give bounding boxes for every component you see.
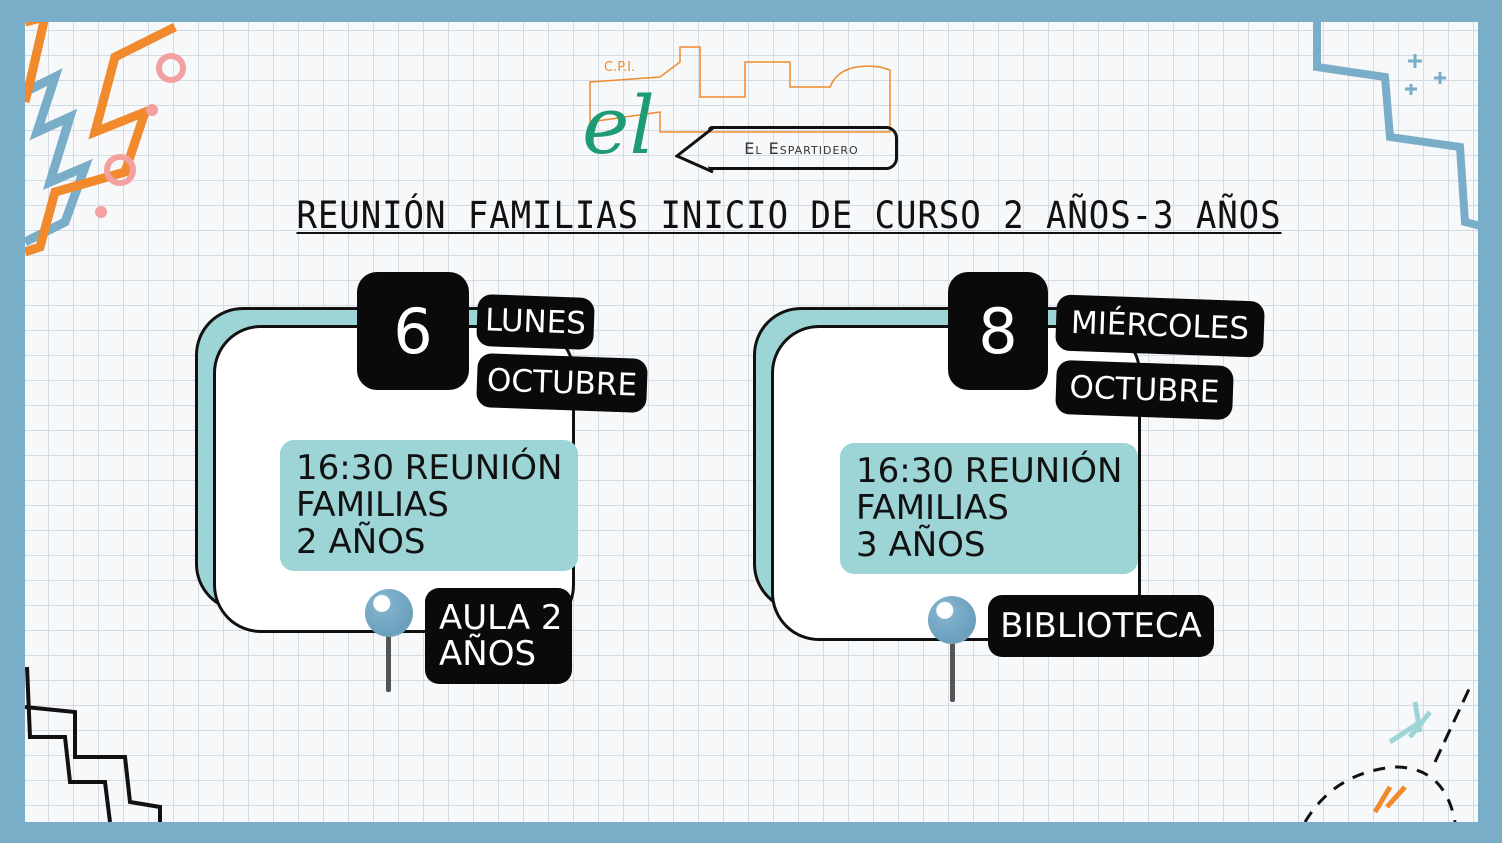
event-age-group: 3 AÑOS xyxy=(856,525,986,565)
school-logo: C.P.I. el El Espartidero xyxy=(580,42,900,177)
zigzag-decoration-bottom-left xyxy=(25,666,162,822)
location-line: AULA 2 xyxy=(439,598,563,638)
zigzag-decoration-top-left xyxy=(25,22,186,257)
event-month: OCTUBRE xyxy=(476,353,648,413)
event-details: 16:30 REUNIÓN FAMILIAS 3 AÑOS xyxy=(840,443,1139,574)
pin-stick xyxy=(386,622,391,692)
logo-script: el xyxy=(582,79,655,172)
zigzag-decoration-top-right xyxy=(1313,22,1478,230)
event-day: 8 xyxy=(948,272,1048,390)
school-building-drawing xyxy=(589,46,891,133)
pin-icon xyxy=(928,596,976,644)
location-line: AÑOS xyxy=(439,634,537,674)
event-details: 16:30 REUNIÓN FAMILIAS 2 AÑOS xyxy=(280,440,579,571)
event-age-group: 2 AÑOS xyxy=(296,522,426,562)
event-time: 16:30 REUNIÓN xyxy=(296,448,563,488)
logo-school-type: C.P.I. xyxy=(604,60,636,75)
event-location: BIBLIOTECA xyxy=(988,595,1214,657)
event-day: 6 xyxy=(357,272,469,390)
event-weekday: LUNES xyxy=(476,293,595,351)
event-audience: FAMILIAS xyxy=(856,488,1009,528)
logo-name: El Espartidero xyxy=(708,126,898,170)
event-month: OCTUBRE xyxy=(1055,359,1234,421)
flyer: C.P.I. el El Espartidero REUNIÓN FAMILIA… xyxy=(25,22,1478,822)
burst-decoration-bottom-right xyxy=(1303,686,1472,822)
pin-stick xyxy=(950,627,955,702)
event-audience: FAMILIAS xyxy=(296,485,449,525)
event-time: 16:30 REUNIÓN xyxy=(856,451,1123,491)
page-title: REUNIÓN FAMILIAS INICIO DE CURSO 2 AÑOS-… xyxy=(296,194,1282,237)
event-location: AULA 2 AÑOS xyxy=(425,588,572,684)
event-weekday: MIÉRCOLES xyxy=(1055,294,1265,358)
pencil-tip-icon xyxy=(675,126,714,174)
pin-icon xyxy=(365,589,413,637)
